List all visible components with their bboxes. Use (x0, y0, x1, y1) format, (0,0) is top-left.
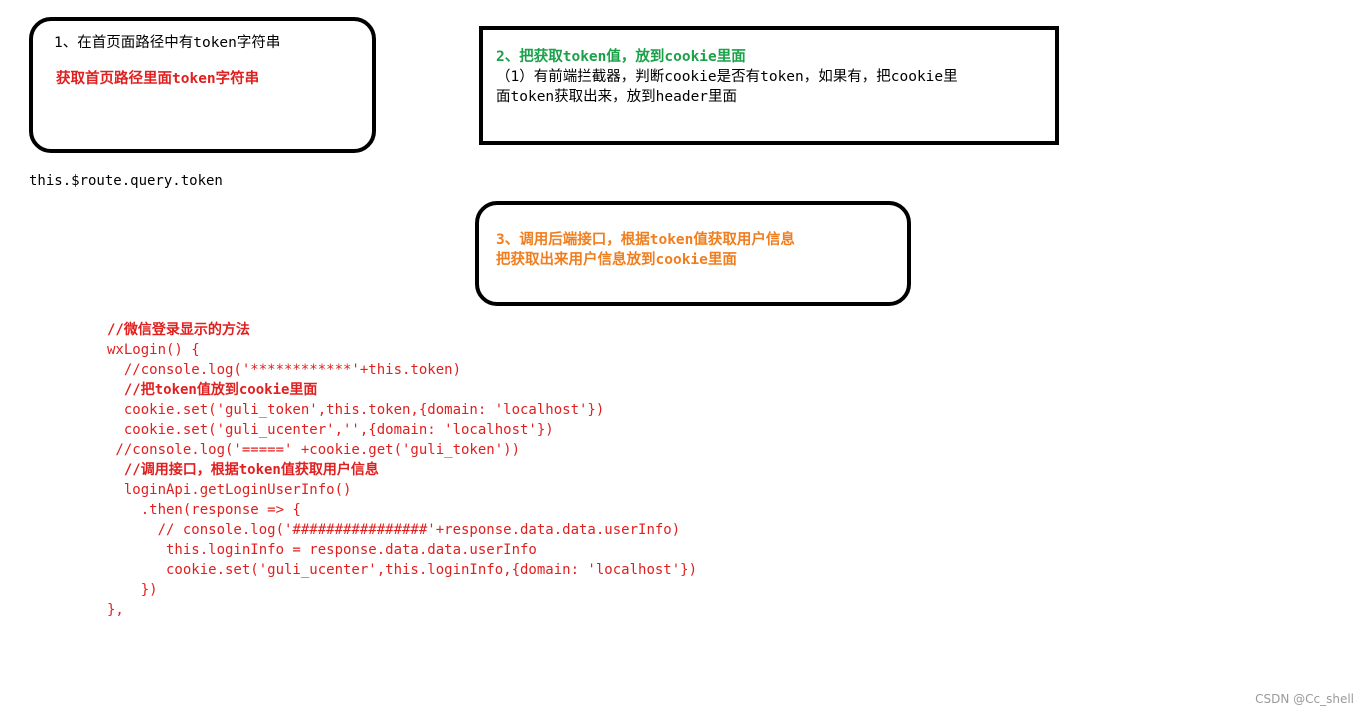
code-line: //console.log('=====' +cookie.get('guli_… (107, 442, 521, 458)
code-line: }, (107, 602, 124, 618)
step2-title: 2、把获取token值，放到cookie里面 (496, 49, 746, 65)
step3-box (475, 201, 911, 306)
step1-subtitle: 获取首页路径里面token字符串 (56, 71, 260, 87)
code-line: .then(response => { (107, 502, 301, 518)
step3-line2: 把获取出来用户信息放到cookie里面 (496, 252, 737, 268)
code-line: loginApi.getLoginUserInfo() (107, 482, 352, 498)
step2-box (479, 26, 1059, 145)
code-line: this.loginInfo = response.data.data.user… (107, 542, 537, 558)
watermark: CSDN @Cc_shell (1255, 692, 1354, 706)
code-line: }) (107, 582, 158, 598)
code-line: //微信登录显示的方法 (107, 322, 250, 338)
step1-title: 1、在首页面路径中有token字符串 (54, 35, 281, 51)
step1-box (29, 17, 376, 153)
step2-line2: 面token获取出来，放到header里面 (496, 89, 738, 105)
route-query-text: this.$route.query.token (29, 173, 223, 189)
code-line: //把token值放到cookie里面 (107, 382, 318, 398)
code-line: //console.log('************'+this.token) (107, 362, 462, 378)
code-line: //调用接口，根据token值获取用户信息 (107, 462, 379, 478)
code-line: // console.log('################'+respon… (107, 522, 681, 538)
code-line: cookie.set('guli_ucenter',this.loginInfo… (107, 562, 698, 578)
code-line: cookie.set('guli_token',this.token,{doma… (107, 402, 605, 418)
code-line: cookie.set('guli_ucenter','',{domain: 'l… (107, 422, 554, 438)
code-line: wxLogin() { (107, 342, 200, 358)
step2-line1: （1）有前端拦截器，判断cookie是否有token，如果有，把cookie里 (496, 69, 958, 85)
step3-line1: 3、调用后端接口，根据token值获取用户信息 (496, 232, 795, 248)
